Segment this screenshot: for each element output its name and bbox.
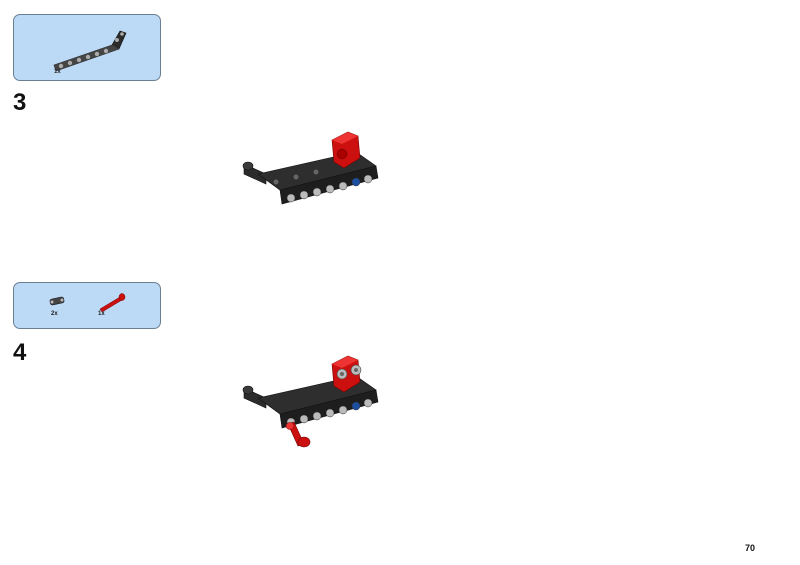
step-4-model-illustration [242,355,379,448]
part-quantity: 2x [51,311,58,317]
step-number: 3 [13,89,27,116]
step-number: 4 [13,339,27,366]
parts-list-step-4: 2x 1x [13,282,161,329]
bent-beam-icon [53,30,127,72]
pin-connector-icon [49,296,65,306]
part-quantity: 1x [98,311,105,317]
part-quantity: 1x [54,69,61,75]
parts-list-step-3: 1x [13,14,161,81]
page-number: 70 [744,543,755,553]
step-3-model-illustration [242,131,379,205]
parts-icons-step-4 [49,293,126,313]
red-axle-icon [99,293,126,313]
